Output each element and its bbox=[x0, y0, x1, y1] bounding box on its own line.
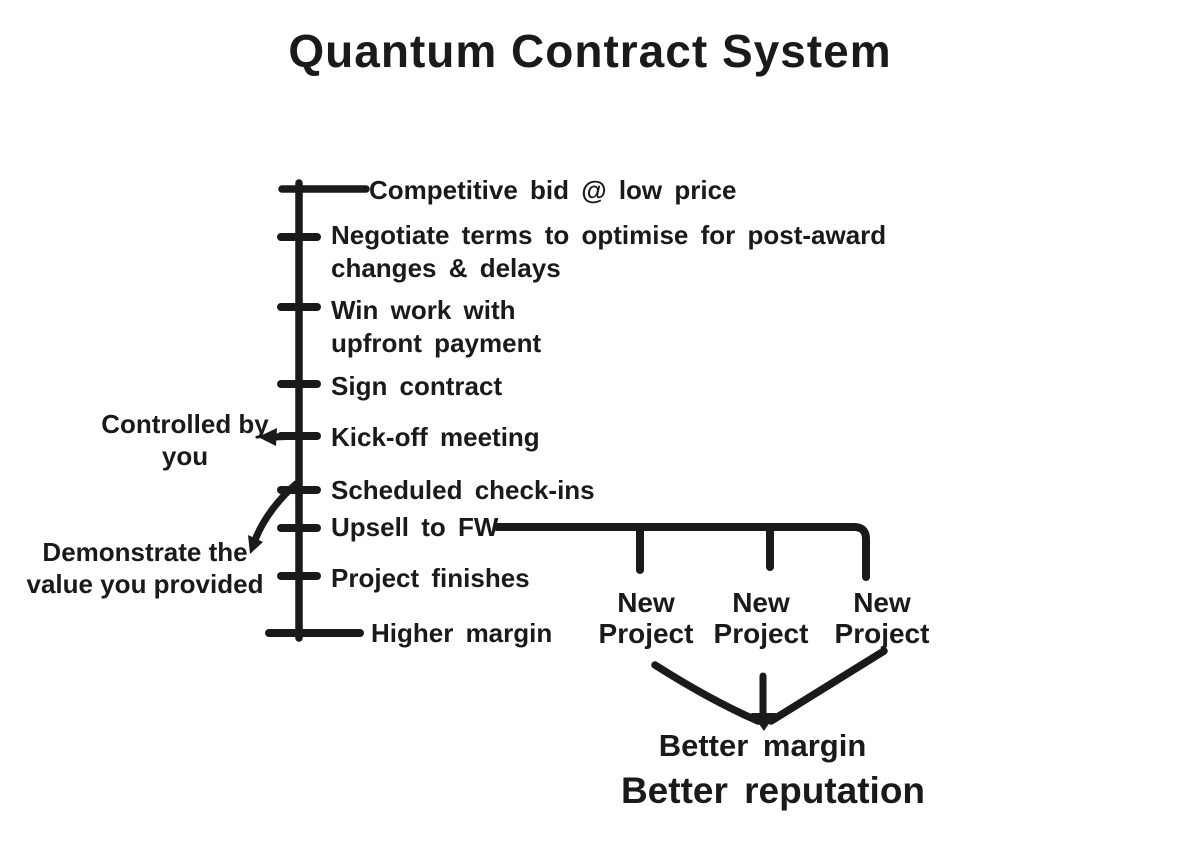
timeline-item-upsell-to-fw: Upsell to FW bbox=[331, 512, 499, 542]
outcome-better-margin: Better margin bbox=[658, 728, 867, 763]
new-project-node-1: New Project bbox=[598, 587, 694, 649]
timeline-item-project-finishes: Project finishes bbox=[331, 563, 530, 593]
demonstrate-value-arrowhead-icon bbox=[248, 535, 263, 554]
timeline-item-kickoff-meeting: Kick-off meeting bbox=[331, 422, 540, 452]
timeline-item-scheduled-checkins: Scheduled check-ins bbox=[331, 475, 595, 505]
new-project-node-2: New Project bbox=[713, 587, 809, 649]
timeline-item-sign-contract: Sign contract bbox=[331, 371, 503, 401]
timeline-item-negotiate-terms: Negotiate terms to optimise for post-awa… bbox=[331, 220, 887, 283]
outcome-better-reputation: Better reputation bbox=[620, 770, 926, 811]
demonstrate-value-arrow-curve bbox=[251, 480, 300, 544]
timeline-item-win-work: Win work with upfront payment bbox=[331, 295, 542, 358]
new-project-node-3: New Project bbox=[834, 587, 930, 649]
timeline-item-higher-margin: Higher margin bbox=[371, 618, 553, 648]
page-title: Quantum Contract System bbox=[288, 25, 892, 77]
timeline-item-competitive-bid: Competitive bid @ low price bbox=[369, 175, 737, 205]
annotation-controlled-by-you: Controlled by you bbox=[101, 409, 269, 471]
annotation-demonstrate-value: Demonstrate the value you provided bbox=[26, 537, 264, 599]
branch-horizontal-line bbox=[493, 523, 870, 581]
controlled-by-arrow-line bbox=[270, 432, 303, 441]
converge-line-right bbox=[767, 647, 888, 725]
converge-arrowhead-icon bbox=[751, 713, 776, 731]
controlled-by-arrowhead-icon bbox=[258, 428, 277, 446]
converge-line-left bbox=[651, 661, 762, 725]
